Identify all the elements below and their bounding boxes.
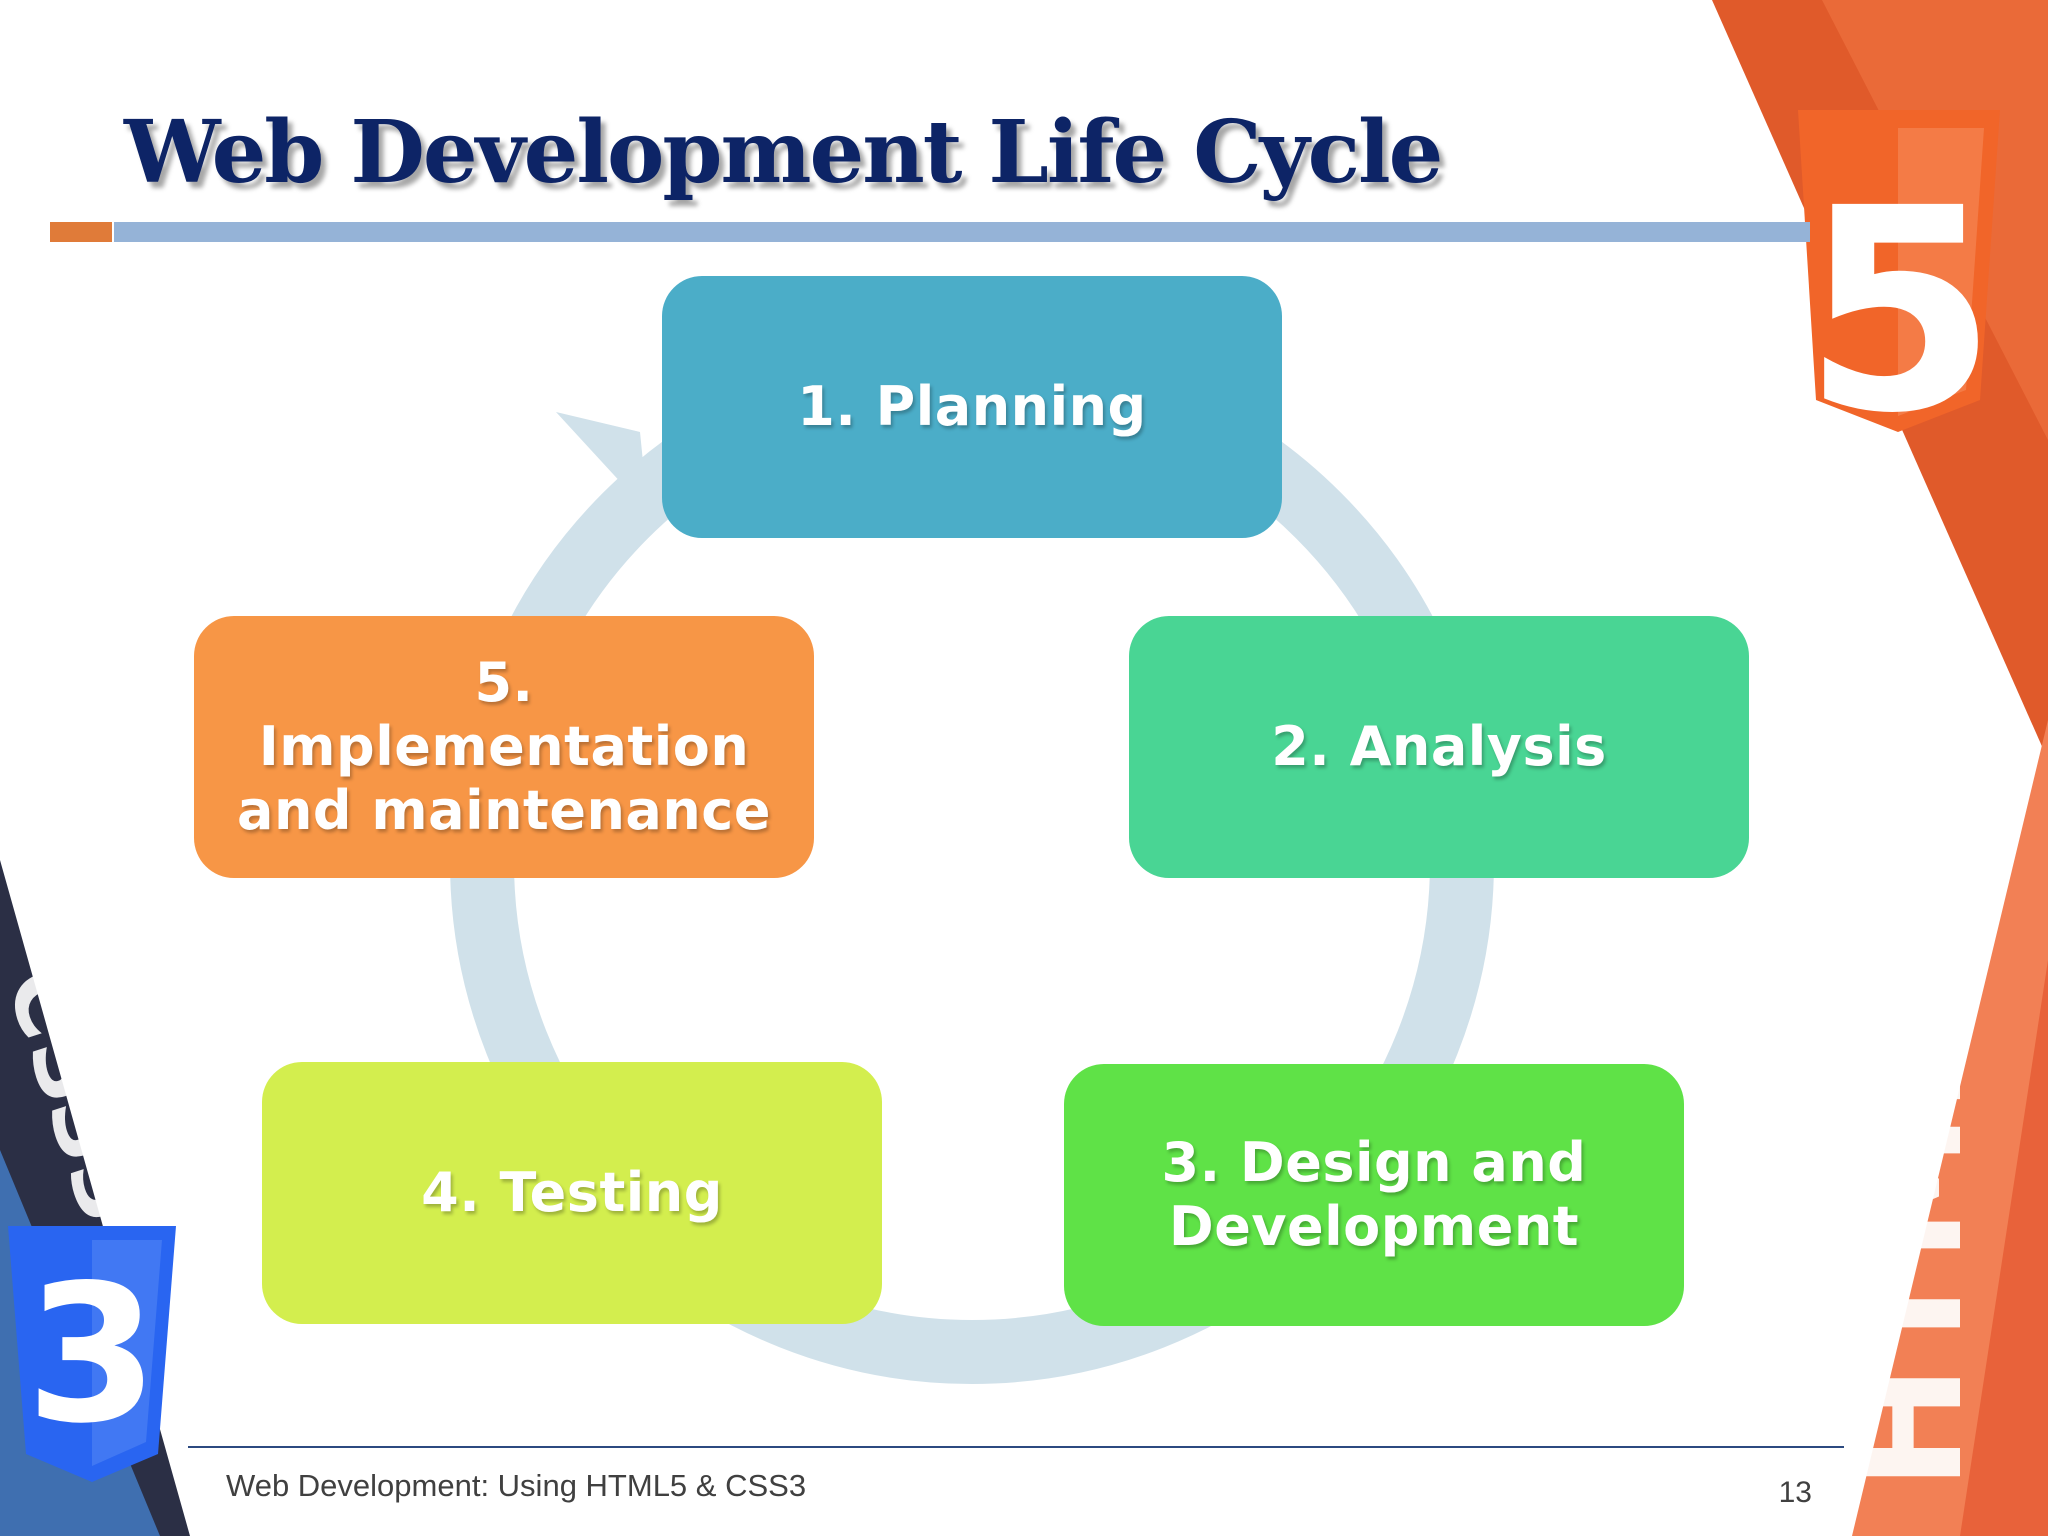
- html5-shield-icon: 5: [1798, 110, 2000, 475]
- css3-shield-digit: 3: [26, 1244, 158, 1465]
- html5-shield-digit: 5: [1803, 149, 1998, 475]
- step-testing: 4. Testing: [262, 1062, 882, 1324]
- step-label: 4. Testing: [421, 1161, 723, 1224]
- title-accent-bar: [50, 222, 112, 242]
- footer-rule: [188, 1446, 1844, 1448]
- step-label: 2. Analysis: [1271, 715, 1607, 778]
- step-label: 3. Design and Development: [1161, 1131, 1587, 1258]
- page-number: 13: [1778, 1476, 1812, 1509]
- title-rule: [114, 222, 1810, 242]
- cycle-arrowhead-icon: [556, 412, 648, 512]
- html5-stripe-bottom-dark: [1960, 960, 2048, 1536]
- step-label: 5. Implementation and maintenance: [237, 651, 771, 842]
- step-analysis: 2. Analysis: [1129, 616, 1749, 878]
- css3-shield-icon: 3: [8, 1226, 176, 1482]
- step-implementation-and-maintenance: 5. Implementation and maintenance: [194, 616, 814, 878]
- step-label: 1. Planning: [797, 375, 1147, 438]
- step-design-and-development: 3. Design and Development: [1064, 1064, 1684, 1326]
- html5-banner-text: HTML5: [1822, 913, 1996, 1490]
- step-planning: 1. Planning: [662, 276, 1282, 538]
- footer-text: Web Development: Using HTML5 & CSS3: [226, 1468, 807, 1503]
- slide-title: Web Development Life Cycle: [124, 102, 1443, 203]
